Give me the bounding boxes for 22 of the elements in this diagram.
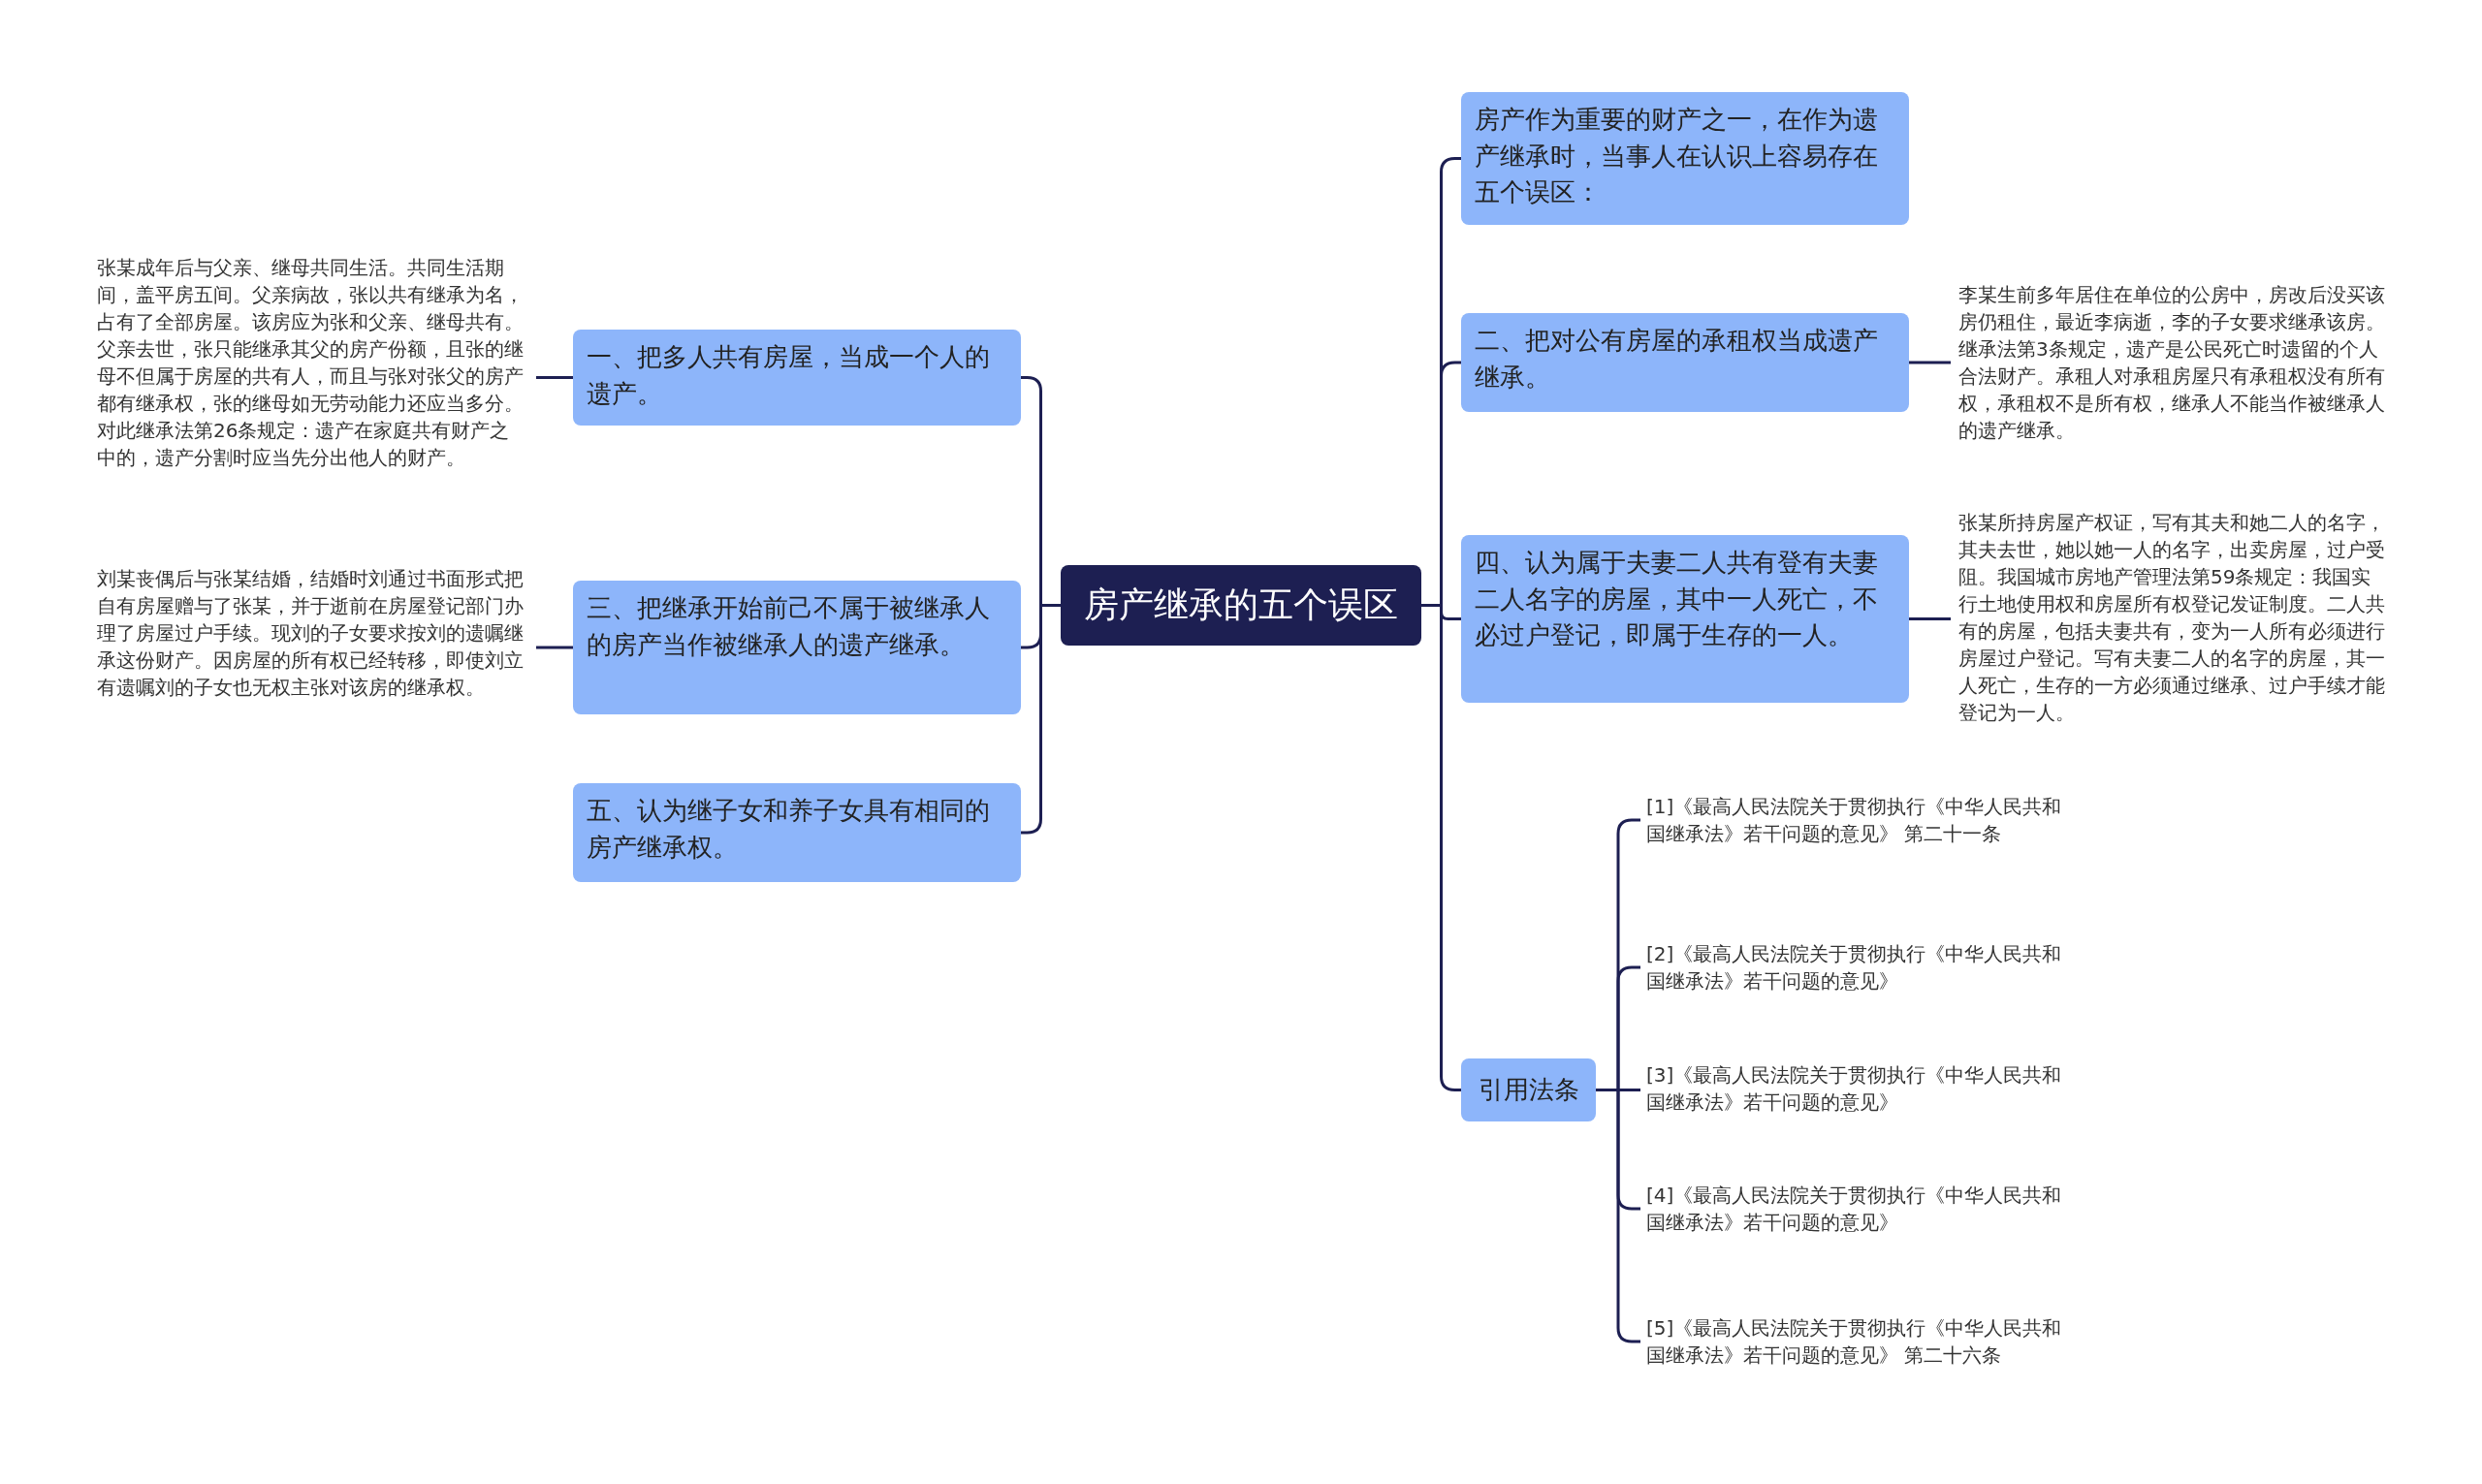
topic-box: 房产作为重要的财产之一，在作为遗产继承时，当事人在认识上容易存在五个误区：: [1461, 92, 1909, 225]
topic-box: 四、认为属于夫妻二人共有登有夫妻二人名字的房屋，其中一人死亡，不必过户登记，即属于生存的一人。: [1461, 535, 1909, 703]
central-topic-box: 房产继承的五个误区: [1061, 565, 1421, 646]
reference-text: [5]《最高人民法院关于贯彻执行《中华人民共和国继承法》若干问题的意见》 第二十六条: [1646, 1314, 2063, 1369]
reference-text: [1]《最高人民法院关于贯彻执行《中华人民共和国继承法》若干问题的意见》 第二十一条: [1646, 793, 2063, 847]
note-text: 张某所持房屋产权证，写有其夫和她二人的名字，其夫去世，她以她一人的名字，出卖房屋，过户受阻。我国城市房地产管理法第59条规定：我国实行土地使用权和房屋所有权登记发证制度。二人共有的房屋，包括夫妻共有，变为一人所有必须进行房屋过户登记。写有夫妻二人的名字的房屋，其一人死亡，生存的一方必须通过继承、过户手续才能登记为一人。: [1958, 509, 2385, 726]
topic-box: 一、把多人共有房屋，当成一个人的遗产。: [573, 330, 1021, 426]
topic-box: 三、把继承开始前己不属于被继承人的房产当作被继承人的遗产继承。: [573, 581, 1021, 714]
connector-line: [536, 646, 573, 649]
connector-line: [1909, 361, 1951, 364]
reference-text: [4]《最高人民法院关于贯彻执行《中华人民共和国继承法》若干问题的意见》: [1646, 1182, 2063, 1236]
note-text: 刘某丧偶后与张某结婚，结婚时刘通过书面形式把自有房屋赠与了张某，并于逝前在房屋登记部门办理了房屋过户手续。现刘的子女要求按刘的遗嘱继承这份财产。因房屋的所有权已经转移，即使刘立有遗嘱刘的子女也无权主张对该房的继承权。: [97, 565, 528, 701]
connector-line: [536, 376, 573, 379]
topic-box: 二、把对公有房屋的承租权当成遗产继承。: [1461, 313, 1909, 412]
connector-line: [1909, 617, 1951, 620]
note-text: 张某成年后与父亲、继母共同生活。共同生活期间，盖平房五间。父亲病故，张以共有继承为名，占有了全部房屋。该房应为张和父亲、继母共有。父亲去世，张只能继承其父的房产份额，且张的继母不但属于房屋的共有人，而且与张对张父的房产都有继承权，张的继母如无劳动能力还应当多分。对此继承法第26条规定：遗产在家庭共有财产之中的，遗产分割时应当先分出他人的财产。: [97, 254, 528, 471]
connector-line: [1021, 604, 1061, 835]
topic-box: 引用法条: [1461, 1058, 1596, 1121]
reference-text: [3]《最高人民法院关于贯彻执行《中华人民共和国继承法》若干问题的意见》: [1646, 1061, 2063, 1116]
note-text: 李某生前多年居住在单位的公房中，房改后没买该房仍租住，最近李病逝，李的子女要求继承该房。继承法第3条规定，遗产是公民死亡时遗留的个人合法财产。承租人对承租房屋只有承租权没有所有权，承租权不是所有权，继承人不能当作被继承人的遗产继承。: [1958, 281, 2385, 444]
reference-text: [2]《最高人民法院关于贯彻执行《中华人民共和国继承法》若干问题的意见》: [1646, 940, 2063, 995]
topic-box: 五、认为继子女和养子女具有相同的房产继承权。: [573, 783, 1021, 882]
